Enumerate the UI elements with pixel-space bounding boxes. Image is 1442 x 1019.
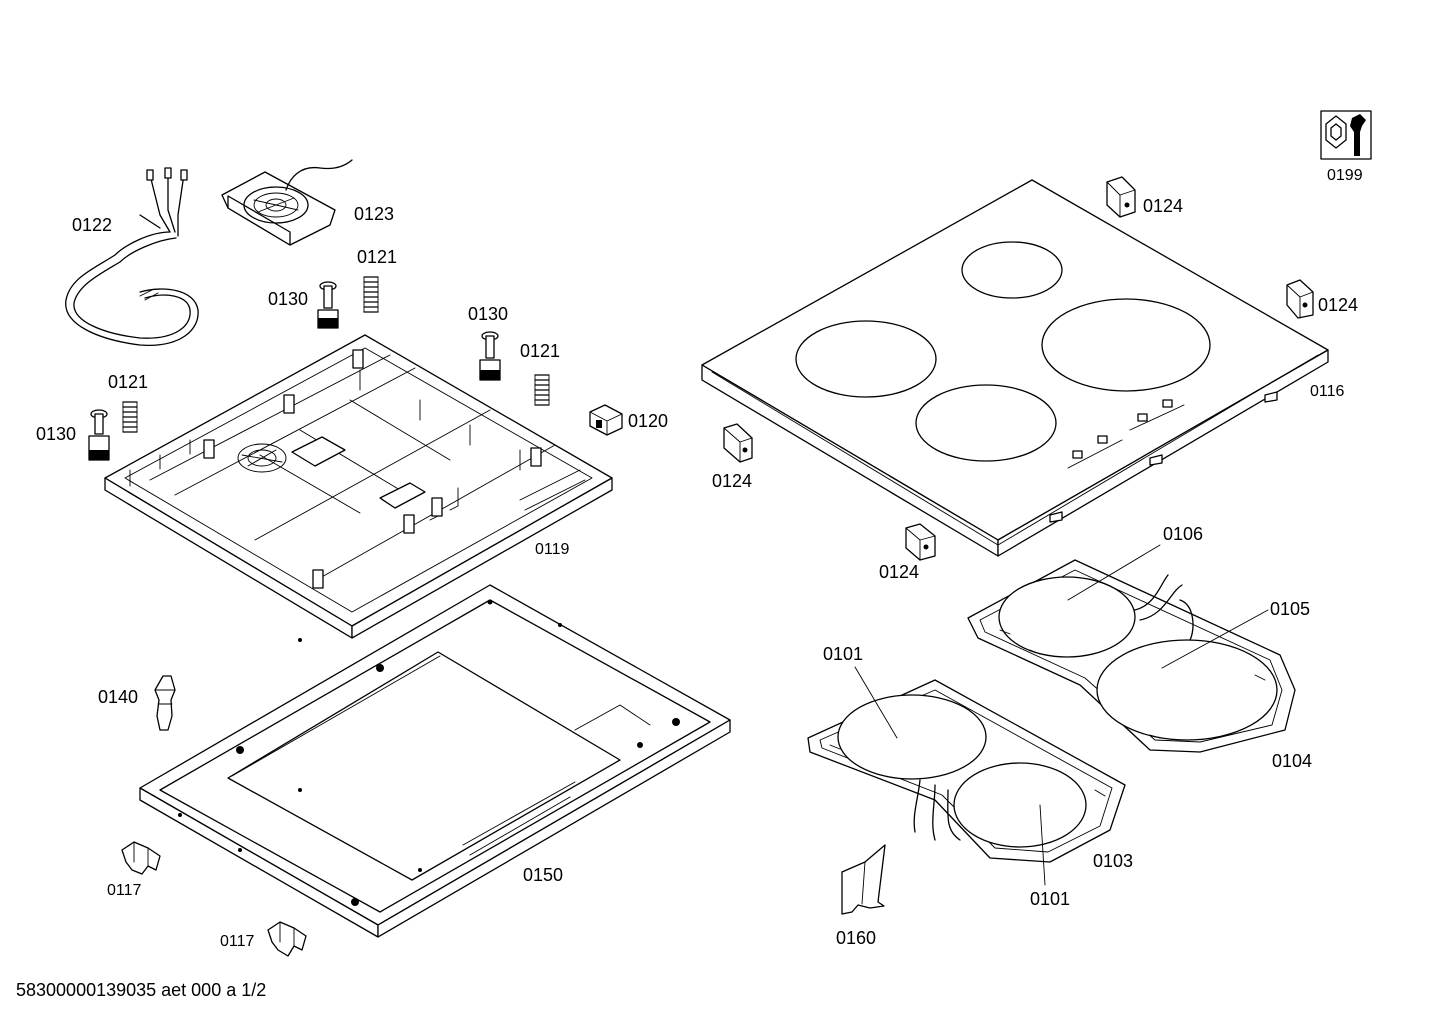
label-0124-a: 0124 <box>1143 196 1183 216</box>
heating-tray-0104 <box>967 559 1296 753</box>
label-0103: 0103 <box>1093 851 1133 871</box>
label-0117-a: 0117 <box>107 882 142 899</box>
glass-ceramic-hob <box>701 179 1329 557</box>
spring-2 <box>534 374 550 406</box>
fastener-0140 <box>154 675 176 731</box>
clip-0117-b <box>267 921 307 957</box>
spring-3 <box>122 401 138 433</box>
shield-0160 <box>841 844 886 915</box>
heating-tray-0103 <box>807 679 1126 863</box>
tool-icon <box>1320 110 1372 160</box>
cooling-fan <box>221 159 353 246</box>
leader-0101-b <box>1039 804 1046 886</box>
label-0121-c: 0121 <box>108 372 148 392</box>
label-0106: 0106 <box>1163 524 1203 544</box>
power-cable <box>65 167 199 346</box>
label-0122: 0122 <box>72 215 112 235</box>
bracket-0124-b <box>1286 279 1314 319</box>
mounting-frame <box>139 584 731 938</box>
label-0116: 0116 <box>1310 383 1345 400</box>
leader-0106 <box>1067 544 1161 601</box>
housing-tray <box>104 334 613 639</box>
leader-0105 <box>1161 609 1269 669</box>
label-0101-b: 0101 <box>1030 889 1070 909</box>
leader-0101-a <box>854 666 898 739</box>
label-0124-c: 0124 <box>712 471 752 491</box>
label-0119: 0119 <box>535 541 570 558</box>
label-0121-a: 0121 <box>357 247 397 267</box>
clip-0117-a <box>121 841 161 875</box>
label-0121-b: 0121 <box>520 341 560 361</box>
foot-1 <box>317 281 339 329</box>
label-0199: 0199 <box>1327 167 1363 184</box>
clip-0120 <box>589 404 623 436</box>
label-0124-d: 0124 <box>879 562 919 582</box>
label-0120: 0120 <box>628 411 668 431</box>
bracket-0124-c <box>723 423 753 463</box>
label-0160: 0160 <box>836 928 876 948</box>
label-0130-a: 0130 <box>268 289 308 309</box>
label-0104: 0104 <box>1272 751 1312 771</box>
label-0130-c: 0130 <box>36 424 76 444</box>
bracket-0124-a <box>1106 176 1136 218</box>
label-0105: 0105 <box>1270 599 1310 619</box>
label-0140: 0140 <box>98 687 138 707</box>
bracket-0124-d <box>905 523 936 561</box>
document-id-footer: 58300000139035 aet 000 a 1/2 <box>16 980 267 1000</box>
label-0124-b: 0124 <box>1318 295 1358 315</box>
foot-3 <box>88 409 110 461</box>
spring-1 <box>363 276 379 313</box>
foot-2 <box>479 331 501 381</box>
label-0150: 0150 <box>523 865 563 885</box>
label-0130-b: 0130 <box>468 304 508 324</box>
label-0117-b: 0117 <box>220 933 255 950</box>
label-0101-a: 0101 <box>823 644 863 664</box>
label-0123: 0123 <box>354 204 394 224</box>
